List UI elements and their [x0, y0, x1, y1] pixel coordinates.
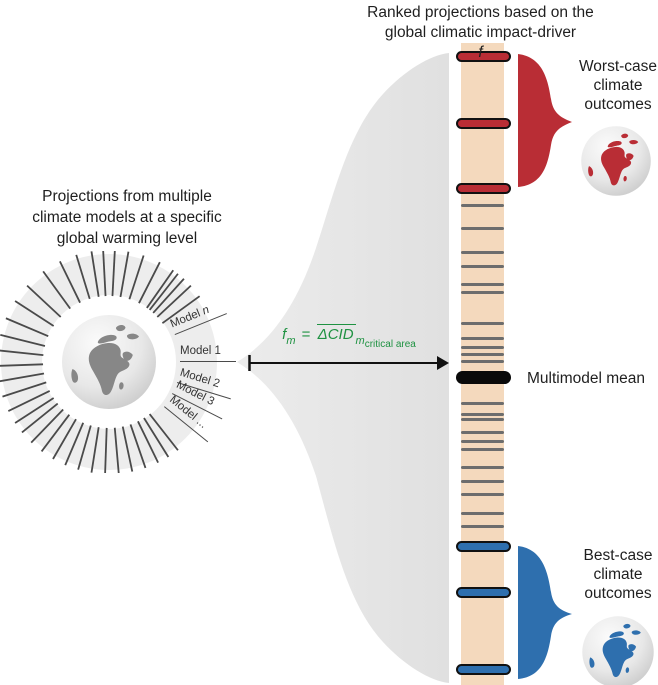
ring-tick [148, 273, 179, 311]
ring-tick [59, 260, 81, 304]
figure-title-left: Projections from multiple climate models… [32, 188, 222, 247]
best-distribution-shape [518, 546, 572, 679]
funnel-shape [237, 53, 449, 683]
ring-tick [26, 284, 62, 318]
multimodel-mean-label: Multimodel mean [527, 370, 646, 387]
worst-distribution-shape [518, 54, 572, 187]
formula-critical-area: critical area [364, 339, 416, 350]
ring-tick [113, 427, 120, 473]
formula-overline-term: ΔCID [316, 324, 356, 343]
ring-tick [75, 254, 91, 300]
ring-tick [0, 363, 44, 367]
ring-tick [0, 334, 46, 347]
ring-tick [104, 427, 108, 473]
ring-tick [121, 426, 134, 472]
ring-tick [129, 424, 147, 469]
formula-sub-m: m [286, 334, 296, 347]
ring-tick [2, 381, 47, 398]
ring-tick [119, 251, 130, 298]
ring-tick [146, 269, 174, 309]
ring-tick [14, 300, 55, 327]
ring-tick [77, 425, 92, 470]
ring-tick [30, 408, 64, 444]
ring-tick [64, 422, 85, 466]
earth-globe-gray [62, 315, 156, 409]
ring-tick [138, 261, 161, 304]
ring-tick [0, 349, 44, 356]
ring-tick [148, 413, 179, 451]
earth-globe-blue [582, 616, 654, 685]
ring-tick [52, 418, 77, 460]
ring-tick [0, 372, 45, 383]
earth-globe-red [581, 126, 651, 196]
ring-tick [90, 251, 100, 297]
ring-tick [137, 420, 159, 464]
model-circle-ring [0, 251, 217, 473]
ring-tick [5, 317, 49, 338]
ring-tick [156, 284, 192, 318]
ring-tick [90, 427, 100, 473]
ring-tick [152, 278, 185, 314]
ring-tick [111, 251, 116, 297]
title-right-line1: Ranked projections based on the [367, 4, 594, 21]
ring-tick [161, 295, 201, 324]
title-right-line2: global climatic impact-driver f [384, 24, 577, 61]
ring-tick [42, 270, 71, 310]
worst-case-label: Worst-case climate outcomes [578, 58, 658, 113]
best-case-label: Best-case climate outcomes [583, 547, 653, 602]
ring-tick [21, 402, 59, 434]
ring-tick [102, 251, 107, 297]
ring-tick [128, 255, 145, 300]
ring-tick [143, 417, 170, 458]
flow-arrow [248, 355, 449, 371]
ring-tick [40, 414, 70, 452]
ranked-bar [461, 43, 504, 685]
figure-title-right: Ranked projections based on the global c… [308, 3, 653, 63]
ring-tick [14, 397, 55, 424]
ring-tick [7, 390, 51, 412]
